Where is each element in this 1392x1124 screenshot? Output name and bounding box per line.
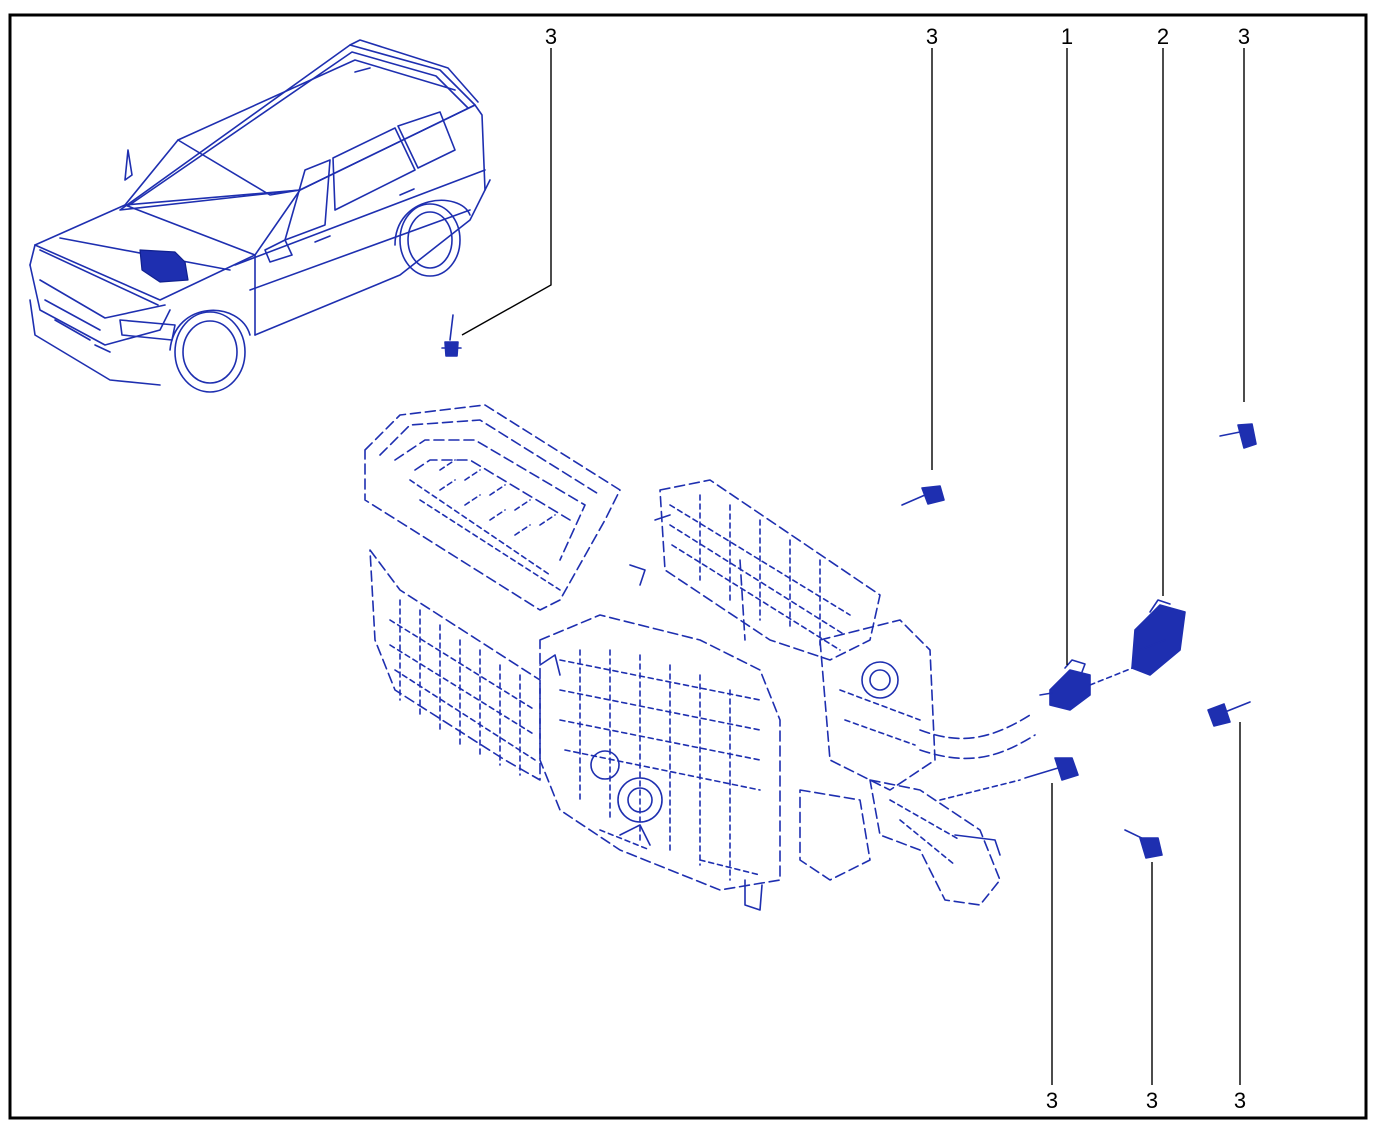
part-1-sensor [1039,659,1141,711]
hvac-assembly-illustration [364,404,1036,911]
callout-label-3: 1 [1061,24,1073,49]
part-2-module [1131,599,1186,676]
callout-label-6: 3 [1046,1088,1058,1113]
hvac-location-marker [139,249,189,283]
screw-lower-right [1124,829,1163,859]
diagram-frame [8,13,1368,1120]
callout-label-1: 3 [545,24,557,49]
screw-upper-center [901,485,945,506]
screw-lower-center [939,757,1079,801]
screw-upper-right [1219,423,1257,449]
screw-top-left [441,314,462,357]
callout-label-8: 3 [1234,1088,1246,1113]
leader-line-1 [461,48,552,336]
callout-label-2: 3 [926,24,938,49]
callout-label-4: 2 [1157,24,1169,49]
screw-right-middle [1207,701,1251,727]
callout-label-5: 3 [1238,24,1250,49]
callout-label-7: 3 [1146,1088,1158,1113]
vehicle-locator-illustration [29,39,491,393]
